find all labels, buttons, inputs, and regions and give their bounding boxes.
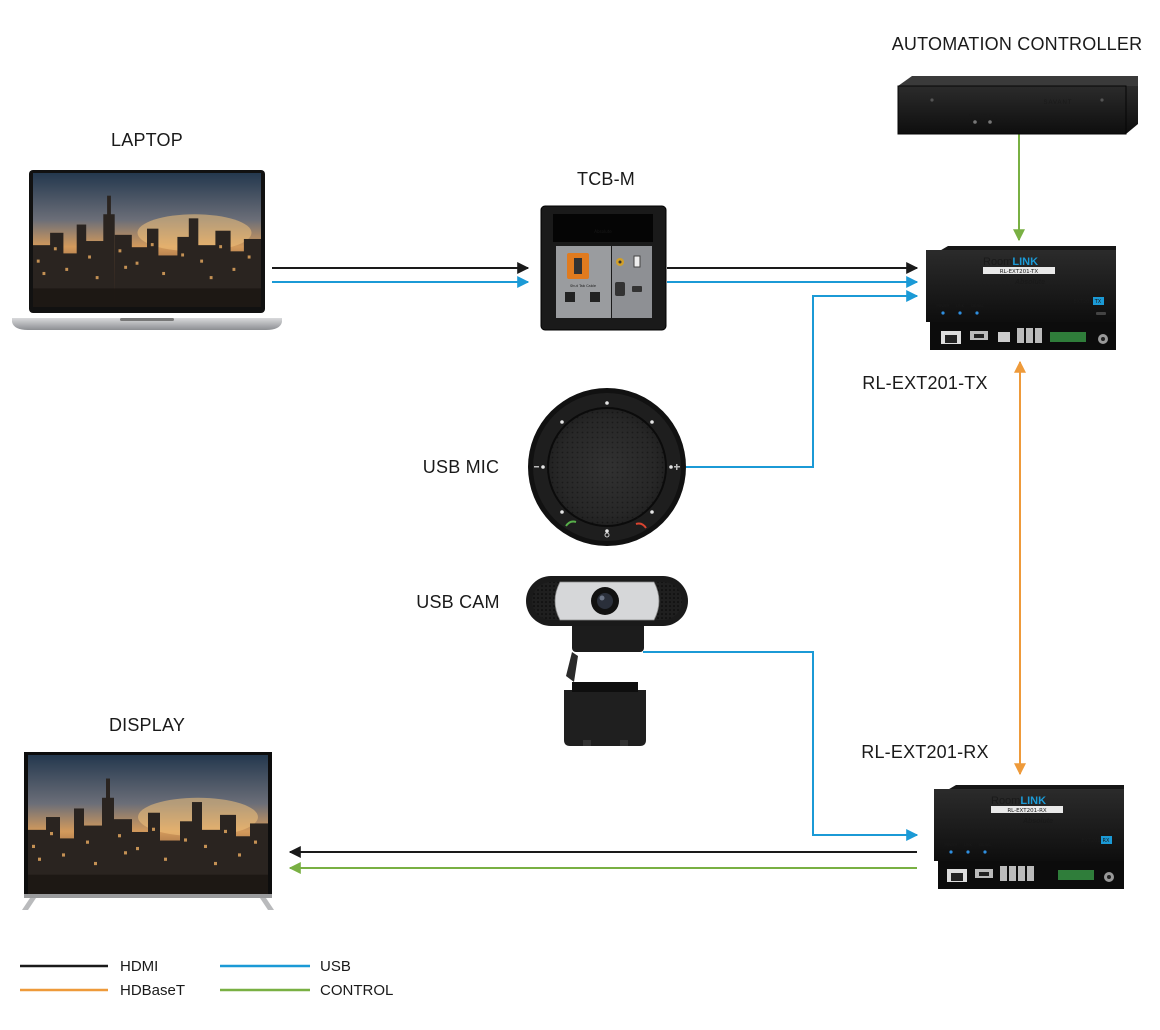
rx-led-power: POWER bbox=[945, 843, 959, 847]
rl-ext201-tx: RoomLINK RL-EXT201-TX Absolute POWER LIN… bbox=[862, 246, 1116, 393]
display: DISPLAY bbox=[22, 715, 274, 910]
automation-controller: AUTOMATION CONTROLLER Power Status SAVAN… bbox=[892, 34, 1143, 135]
rx-brand-room: RoomLINK bbox=[991, 795, 1046, 807]
display-screen bbox=[28, 755, 268, 894]
legend-label-control: CONTROL bbox=[320, 982, 393, 999]
tcb-m-brand: Absolute bbox=[594, 229, 612, 234]
tcb-m-label: TCB-M bbox=[577, 169, 635, 189]
rl-ext201-rx: RL-EXT201-RX RoomLINK RL-EXT201-RX Absol… bbox=[861, 742, 1124, 889]
controller-status-label: Status bbox=[984, 113, 997, 118]
connection-lines bbox=[272, 134, 1026, 874]
rx-label: RL-EXT201-RX bbox=[861, 742, 988, 762]
legend-item-control: CONTROL bbox=[220, 982, 393, 999]
usb-line-mic-tx bbox=[686, 290, 919, 468]
tcb-m-slot-label: Shut Tab Cable bbox=[570, 284, 596, 288]
tx-badge-model: EXT201 bbox=[1073, 299, 1092, 305]
usb-line-cam-rx bbox=[643, 651, 919, 841]
legend-item-usb: USB bbox=[220, 958, 351, 975]
tx-vendor: Absolute bbox=[1014, 279, 1045, 286]
tcb-m: TCB-M Absolute Shut Tab Cable bbox=[540, 169, 667, 331]
legend-label-hdmi: HDMI bbox=[120, 958, 158, 975]
rx-model-plate: RL-EXT201-RX bbox=[1007, 808, 1047, 814]
tx-led-link: LINK bbox=[956, 304, 965, 308]
controller-power-label: Power bbox=[969, 113, 981, 118]
tx-label: RL-EXT201-TX bbox=[862, 373, 987, 393]
usb-mic-label: USB MIC bbox=[423, 457, 499, 477]
laptop-screen bbox=[33, 173, 261, 307]
legend-label-hdbaset: HDBaseT bbox=[120, 982, 185, 999]
tx-led-power: POWER bbox=[937, 304, 951, 308]
automation-controller-label: AUTOMATION CONTROLLER bbox=[892, 34, 1143, 54]
usb-mic: USB MIC bbox=[423, 388, 686, 546]
usb-cam-label: USB CAM bbox=[416, 592, 499, 612]
legend: HDMI USB HDBaseT CONTROL bbox=[20, 958, 393, 999]
controller-brand: SAVANT bbox=[1043, 100, 1072, 106]
rx-led-link: LINK bbox=[964, 843, 973, 847]
legend-item-hdbaset: HDBaseT bbox=[20, 982, 185, 999]
rx-badge-tag: RX bbox=[1103, 838, 1110, 844]
rx-badge-model: EXT201 bbox=[1081, 838, 1100, 844]
tx-brand-room: RoomLINK bbox=[983, 256, 1038, 268]
rx-led-signal: SIGNAL bbox=[979, 843, 992, 847]
legend-label-usb: USB bbox=[320, 958, 351, 975]
tx-model-plate: RL-EXT201-TX bbox=[1000, 269, 1039, 275]
tx-badge-tag: TX bbox=[1094, 299, 1102, 305]
tx-led-signal: SIGNAL bbox=[971, 304, 984, 308]
usb-cam: USB CAM bbox=[416, 576, 688, 746]
legend-item-hdmi: HDMI bbox=[20, 958, 158, 975]
rx-vendor: Absolute bbox=[1022, 818, 1053, 825]
display-label: DISPLAY bbox=[109, 715, 185, 735]
laptop: LAPTOP bbox=[12, 130, 282, 330]
laptop-label: LAPTOP bbox=[111, 130, 183, 150]
